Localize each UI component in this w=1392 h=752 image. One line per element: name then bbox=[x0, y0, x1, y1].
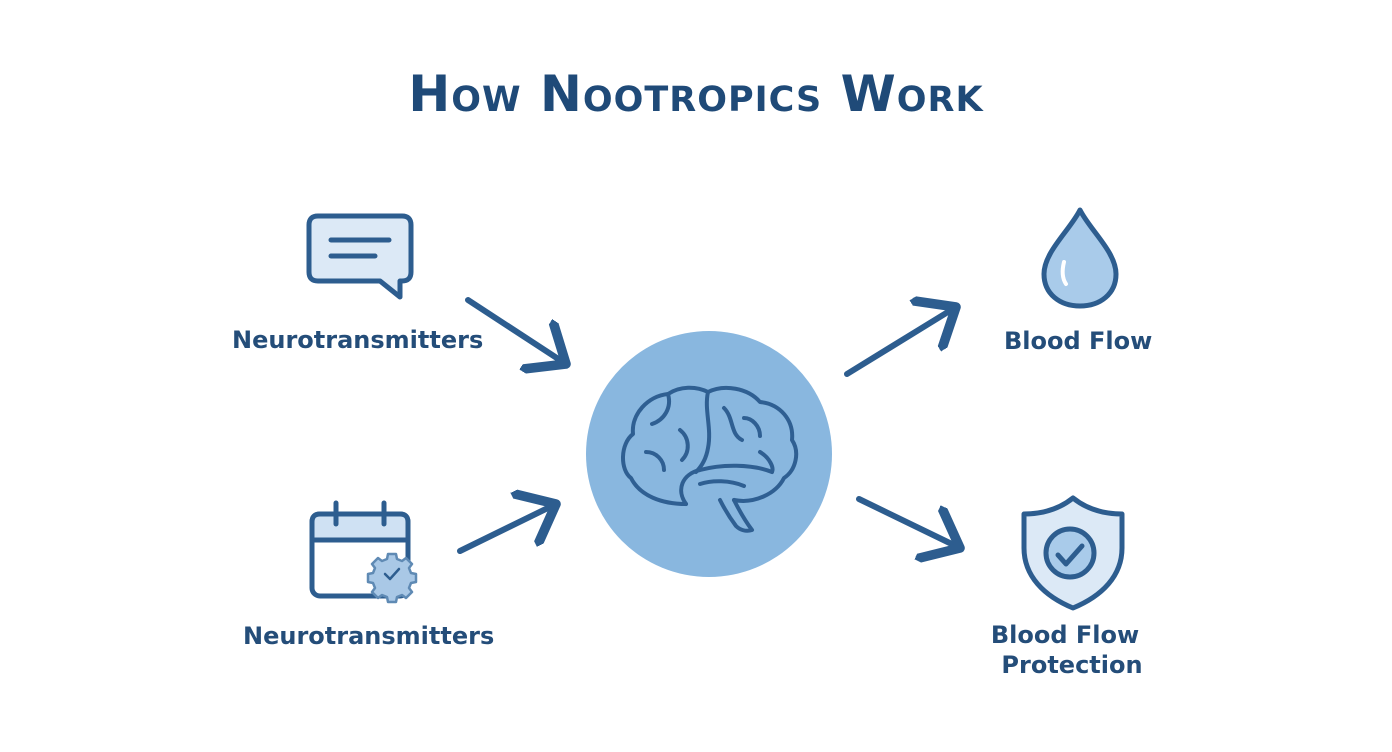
arrow-top-left-to-center bbox=[465, 297, 566, 364]
page-title: How Nootropics Work bbox=[408, 65, 984, 123]
label-blood-flow-protection: Blood Flow Protection bbox=[970, 620, 1160, 680]
brain-icon bbox=[621, 385, 799, 533]
label-blood-flow-protection-line1: Blood Flow bbox=[990, 621, 1140, 649]
label-blood-flow: Blood Flow bbox=[1004, 327, 1153, 355]
label-blood-flow-protection-line2: Protection bbox=[1001, 651, 1143, 679]
center-node bbox=[586, 331, 832, 577]
water-drop-icon bbox=[1041, 207, 1119, 309]
arrow-center-to-top-right bbox=[844, 307, 956, 377]
label-neurotransmitters-bottom: Neurotransmitters bbox=[243, 622, 495, 650]
arrow-center-to-bottom-right bbox=[856, 496, 960, 548]
chat-bubble-icon bbox=[306, 213, 414, 300]
label-neurotransmitters-top: Neurotransmitters bbox=[232, 326, 484, 354]
gear-icon bbox=[366, 552, 418, 604]
arrow-bottom-left-to-center bbox=[457, 504, 556, 554]
shield-check-icon bbox=[1021, 495, 1125, 611]
calendar-gear-icon bbox=[309, 500, 418, 604]
